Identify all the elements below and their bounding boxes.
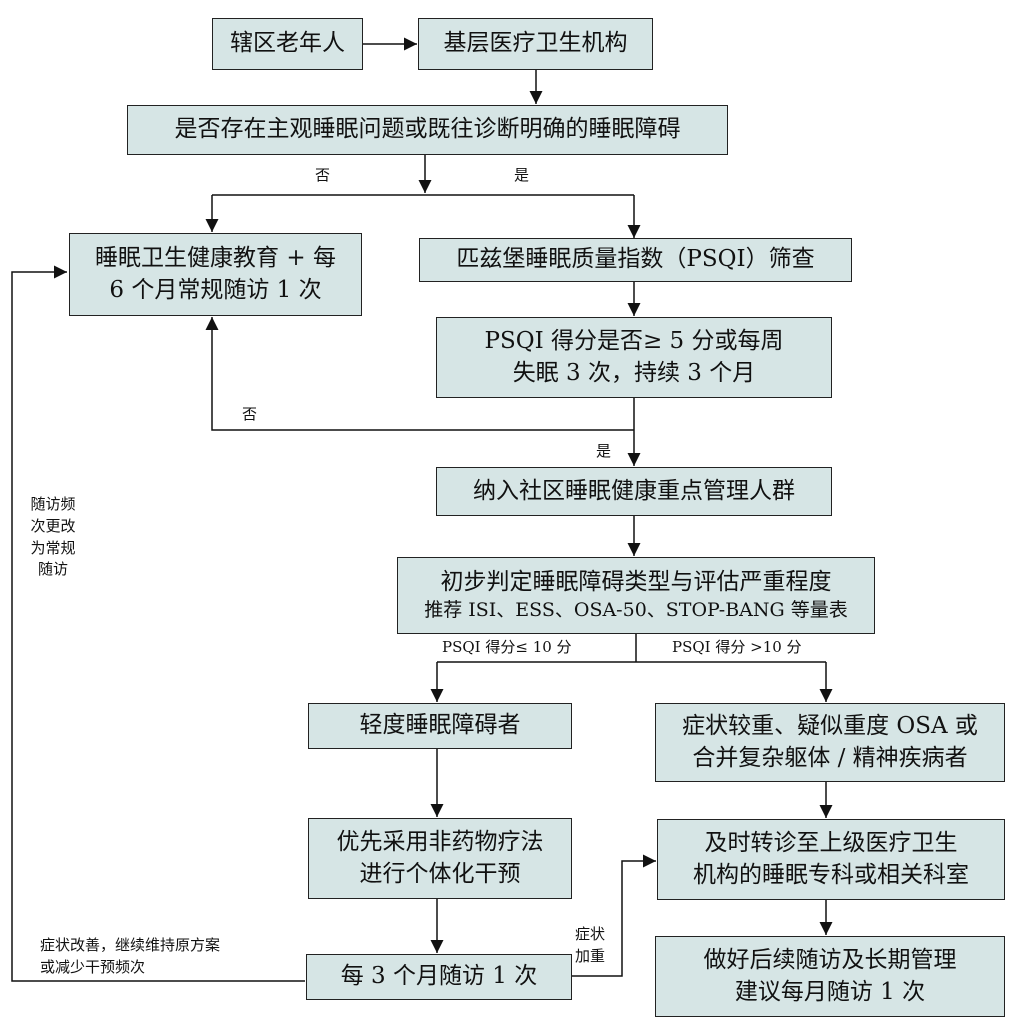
node-text-line: 症状较重、疑似重度 OSA 或: [682, 713, 978, 740]
node-nondrug-therapy: 优先采用非药物疗法 进行个体化干预: [308, 818, 572, 899]
node-text-line: 进行个体化干预: [359, 860, 521, 887]
node-text-line: PSQI 得分是否≥ 5 分或每周: [484, 328, 784, 355]
node-text: 辖区老年人: [230, 30, 345, 57]
node-text-line: 合并复杂躯体 / 精神疾病者: [692, 744, 968, 771]
node-text: 匹兹堡睡眠质量指数（PSQI）筛查: [456, 246, 815, 273]
edge-label-worsen: 症状 加重: [575, 924, 605, 968]
edge-label-line: 症状改善，继续维持原方案: [40, 936, 221, 954]
node-severe: 症状较重、疑似重度 OSA 或 合并复杂躯体 / 精神疾病者: [655, 703, 1005, 782]
node-mild: 轻度睡眠障碍者: [308, 703, 572, 749]
node-text-line: 失眠 3 次，持续 3 个月: [512, 359, 756, 386]
edge-label-line: 或减少干预频次: [40, 957, 146, 976]
edge-label-line: 症状: [575, 925, 606, 943]
node-elderly: 辖区老年人: [212, 18, 363, 70]
edge-label-yes: 是: [514, 166, 530, 184]
edge-label-yes: 是: [596, 442, 612, 460]
arrow-criteria-no-to-education: [205, 317, 634, 431]
edge-label-line: 次更改: [30, 516, 76, 535]
node-key-management: 纳入社区睡眠健康重点管理人群: [436, 467, 832, 516]
edge-label-line: 随访: [37, 560, 68, 579]
node-text: 轻度睡眠障碍者: [359, 712, 521, 739]
node-text: 每 3 个月随访 1 次: [340, 963, 538, 990]
node-long-term-management: 做好后续随访及长期管理 建议每月随访 1 次: [655, 936, 1005, 1017]
edge-label-change-frequency: 随访频 次更改 为常规 随访: [22, 494, 84, 581]
node-text-line: 优先采用非药物疗法: [336, 829, 544, 856]
edge-label-line: 加重: [575, 946, 606, 965]
node-psqi-criteria: PSQI 得分是否≥ 5 分或每周 失眠 3 次，持续 3 个月: [436, 317, 832, 398]
node-sleep-education: 睡眠卫生健康教育 + 每 6 个月常规随访 1 次: [69, 233, 362, 316]
node-followup-3-months: 每 3 个月随访 1 次: [306, 954, 572, 1000]
node-text-line: 机构的睡眠专科或相关科室: [693, 861, 969, 888]
node-text-line: 初步判定睡眠障碍类型与评估严重程度: [440, 569, 832, 596]
node-text-line: 6 个月常规随访 1 次: [109, 276, 322, 303]
node-text-line: 及时转诊至上级医疗卫生: [704, 830, 958, 857]
node-text: 基层医疗卫生机构: [443, 30, 628, 57]
node-referral: 及时转诊至上级医疗卫生 机构的睡眠专科或相关科室: [657, 819, 1005, 900]
edge-label-line: 为常规: [30, 538, 76, 557]
edge-label-psqi-high: PSQI 得分 >10 分: [672, 638, 802, 656]
node-text-line: 推荐 ISI、ESS、OSA-50、STOP-BANG 等量表: [424, 599, 848, 622]
edge-label-line: 随访频: [30, 495, 76, 513]
node-text-line: 做好后续随访及长期管理: [703, 947, 957, 974]
node-psqi-screen: 匹兹堡睡眠质量指数（PSQI）筛查: [419, 238, 852, 282]
node-text: 是否存在主观睡眠问题或既往诊断明确的睡眠障碍: [174, 116, 681, 143]
arrow-followup-worsen-to-referral: [572, 854, 656, 977]
node-text: 纳入社区睡眠健康重点管理人群: [473, 477, 795, 504]
node-subjective-question: 是否存在主观睡眠问题或既往诊断明确的睡眠障碍: [127, 105, 728, 155]
node-text-line: 建议每月随访 1 次: [734, 978, 926, 1005]
edge-label-no: 否: [315, 166, 331, 184]
edge-label-improve: 症状改善，继续维持原方案 或减少干预频次: [40, 935, 220, 979]
node-primary-care: 基层医疗卫生机构: [418, 18, 653, 70]
node-text-line: 睡眠卫生健康教育 + 每: [95, 245, 336, 272]
edge-label-no: 否: [242, 405, 258, 423]
node-preliminary-assessment: 初步判定睡眠障碍类型与评估严重程度 推荐 ISI、ESS、OSA-50、STOP…: [397, 557, 875, 634]
arrow-followup-improve-to-education: [11, 265, 305, 982]
edge-label-psqi-low: PSQI 得分≤ 10 分: [442, 638, 572, 656]
